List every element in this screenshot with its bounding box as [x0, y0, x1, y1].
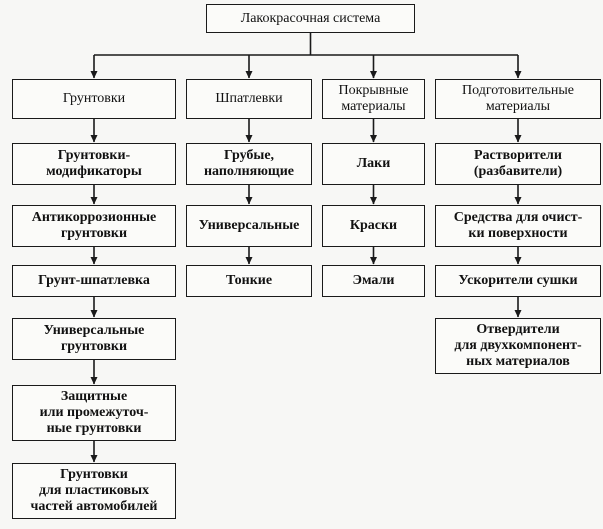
coatings-item: Эмали: [322, 265, 425, 297]
primers-item: Защитные или промежуточ- ные грунтовки: [12, 385, 176, 441]
column-header-coatings: Покрывные материалы: [322, 79, 425, 119]
root-node: Лакокрасочная система: [206, 4, 415, 33]
primers-item: Грунтовки для пластиковых частей автомоб…: [12, 463, 176, 519]
preparatory-item: Отвердители для двухкомпонент- ных матер…: [435, 318, 601, 374]
column-header-preparatory: Подготовительные материалы: [435, 79, 601, 119]
primers-item: Грунт-шпатлевка: [12, 265, 176, 297]
putties-item: Грубые, наполняющие: [186, 143, 312, 185]
preparatory-item: Растворители (разбавители): [435, 143, 601, 185]
column-header-primers: Грунтовки: [12, 79, 176, 119]
coatings-item: Лаки: [322, 143, 425, 185]
column-header-putties: Шпатлевки: [186, 79, 312, 119]
putties-item: Тонкие: [186, 265, 312, 297]
primers-item: Грунтовки- модификаторы: [12, 143, 176, 185]
preparatory-item: Ускорители сушки: [435, 265, 601, 297]
coatings-item: Краски: [322, 205, 425, 247]
primers-item: Универсальные грунтовки: [12, 318, 176, 360]
putties-item: Универсальные: [186, 205, 312, 247]
preparatory-item: Средства для очист- ки поверхности: [435, 205, 601, 247]
primers-item: Антикоррозионные грунтовки: [12, 205, 176, 247]
